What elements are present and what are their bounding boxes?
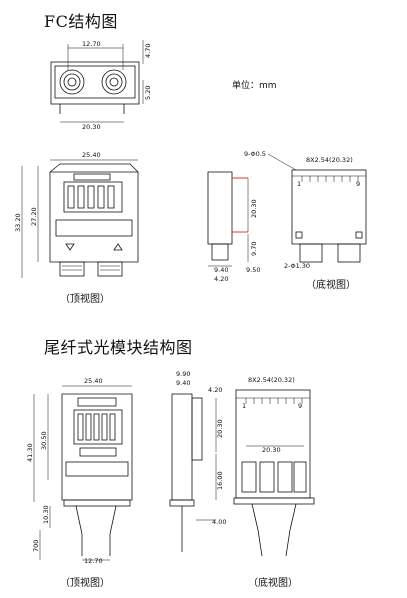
fc-top-dim-outer-height: 33.20 <box>14 213 22 232</box>
fc-bottom-pin-first: 1 <box>297 180 301 188</box>
fc-side-dim-9-70: 9.70 <box>250 242 258 256</box>
fc-section-title: FC结构图 <box>44 12 118 31</box>
fc-top-view: 25.40 33.20 27.20 <box>14 151 139 278</box>
pigtail-top-view: 25.40 41.30 30.50 10.30 700 12.70 <box>26 377 133 565</box>
fc-front-dim-20-30: 20.30 <box>82 123 101 131</box>
fc-bottom-view: 9-Φ0.5 8X2.54(20.32) 1 9 2-Φ1.30 <box>244 150 367 270</box>
pigtail-top-dim-700: 700 <box>32 540 40 552</box>
pigtail-bottom-pin-last: 9 <box>298 402 302 410</box>
fc-side-dim-9-50: 9.50 <box>246 266 260 274</box>
pigtail-top-view-caption: （顶视图） <box>60 578 110 589</box>
pigtail-bottom-pin-first: 1 <box>242 402 246 410</box>
fc-bottom-pin-note: 8X2.54(20.32) <box>306 156 353 164</box>
fc-side-view: 20.30 9.70 9.40 4.20 9.50 <box>207 171 260 283</box>
unit-label: 单位：mm <box>232 81 277 91</box>
fc-top-dim-inner-height: 27.20 <box>30 207 38 226</box>
pigtail-side-dim-4-20: 4.20 <box>208 386 222 394</box>
pigtail-side-dim-9-90: 9.90 <box>176 370 190 378</box>
pigtail-top-dim-outer-height: 41.30 <box>26 443 34 462</box>
pigtail-side-dim-20-30: 20.30 <box>216 419 224 438</box>
pigtail-side-dim-16-00: 16.00 <box>216 471 224 490</box>
fc-bottom-dim-holes: 2-Φ1.30 <box>284 262 310 270</box>
pigtail-section-title: 尾纤式光模块结构图 <box>44 338 193 357</box>
pigtail-bottom-dim-20-30: 20.30 <box>262 446 281 454</box>
pigtail-side-view: 9.90 9.40 4.20 20.30 16.00 4.00 <box>169 370 226 552</box>
fc-top-dim-width: 25.40 <box>82 151 101 159</box>
pigtail-top-dim-inner-height: 30.50 <box>40 431 48 450</box>
pigtail-bottom-view-caption: （底视图） <box>248 578 298 589</box>
pigtail-side-dim-9-40: 9.40 <box>176 379 190 387</box>
pigtail-bottom-pin-note: 8X2.54(20.32) <box>248 376 295 384</box>
pigtail-top-dim-12-70: 12.70 <box>84 557 103 565</box>
fc-top-view-caption: （顶视图） <box>60 294 110 305</box>
fc-front-dim-5-20: 5.20 <box>144 86 152 100</box>
fc-side-dim-20-30: 20.30 <box>250 199 258 218</box>
pigtail-top-dim-10-30: 10.30 <box>42 505 50 524</box>
fc-front-dim-12-70: 12.70 <box>82 40 101 48</box>
pigtail-side-dim-4-00: 4.00 <box>212 518 226 526</box>
pigtail-top-dim-width: 25.40 <box>84 377 103 385</box>
fc-front-view: 12.70 20.30 4.70 5.20 <box>50 40 152 131</box>
fc-bottom-hole-note: 9-Φ0.5 <box>244 150 266 158</box>
fc-front-dim-4-70: 4.70 <box>144 44 152 58</box>
fc-bottom-view-caption: （底视图） <box>306 280 356 291</box>
pigtail-bottom-view: 8X2.54(20.32) 1 9 20.30 <box>233 376 315 557</box>
fc-side-dim-9-40: 9.40 <box>214 266 228 274</box>
fc-side-dim-4-20: 4.20 <box>214 275 228 283</box>
fc-bottom-pin-last: 9 <box>356 180 360 188</box>
